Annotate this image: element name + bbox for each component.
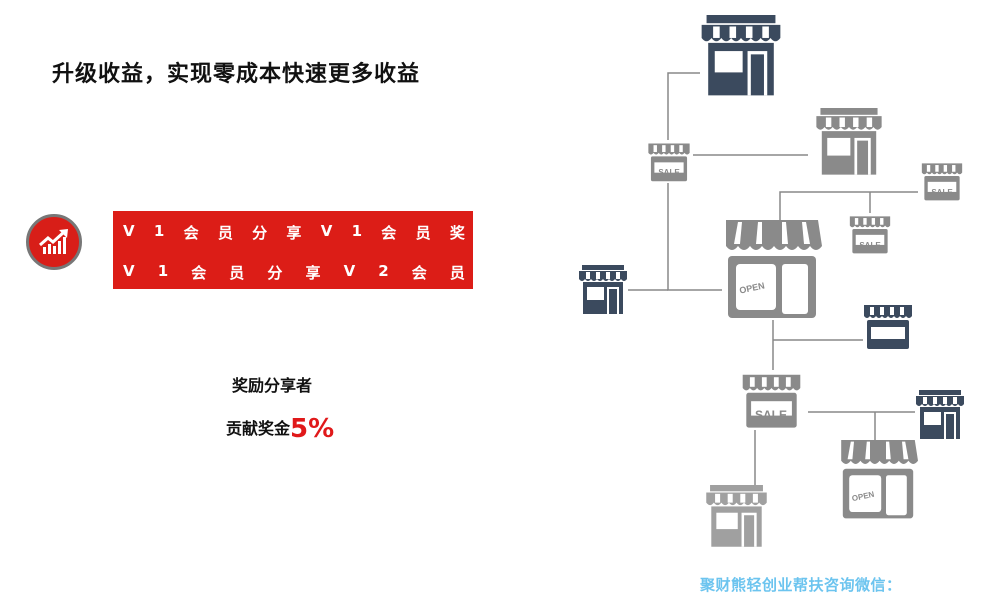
open-store-icon [841,440,918,519]
banner-char: 员 [217,224,233,242]
page-title: 升级收益，实现零成本快速更多收益 [52,62,421,87]
banner-char: 1 [153,222,165,240]
store-icon [579,265,627,314]
banner-char: 分 [267,264,283,282]
store-icon [816,108,882,175]
banner-char: V [320,222,333,240]
growth-chart-icon [26,214,82,270]
banner-char: V [343,262,356,280]
reward-bonus: 贡献奖金5% [226,414,334,444]
store-icon [701,15,781,96]
banner-char: 奖 [449,224,465,242]
banner-char: 2 [378,262,389,280]
watermark: 聚财熊轻创业帮扶咨询微信：625177219 [700,576,902,594]
banner-char: 分 [252,224,268,242]
banner-char: 员 [449,264,465,282]
banner-row-2: V 1 会 员 分 享 V 2 会 员 [113,262,473,283]
banner-char: 1 [351,222,363,240]
banner-char: 享 [286,224,302,242]
connector-lines [628,72,918,485]
banner-char: 员 [229,264,245,282]
reward-bonus-label: 贡献奖金 [226,419,291,438]
reward-percent: 5% [290,414,335,444]
open-store-icon [726,220,822,318]
banner-char: 会 [411,264,427,282]
sale-label: SALE [658,168,680,177]
sale-label: SALE [931,188,953,197]
kiosk-icon [864,305,912,349]
sale-label: SALE [755,408,787,422]
store-icon [706,485,767,547]
banner-char: 1 [157,262,169,280]
reward-label: 奖励分享者 [232,376,313,395]
banner-char: V [123,222,135,240]
banner-char: 会 [183,224,199,242]
banner-char: 会 [191,264,207,282]
banner-char: 享 [305,264,321,282]
banner-char: V [123,262,135,280]
banner-char: 会 [381,224,397,242]
banner-char: 员 [415,224,431,242]
store-icon [916,390,964,439]
sale-label: SALE [859,241,881,250]
